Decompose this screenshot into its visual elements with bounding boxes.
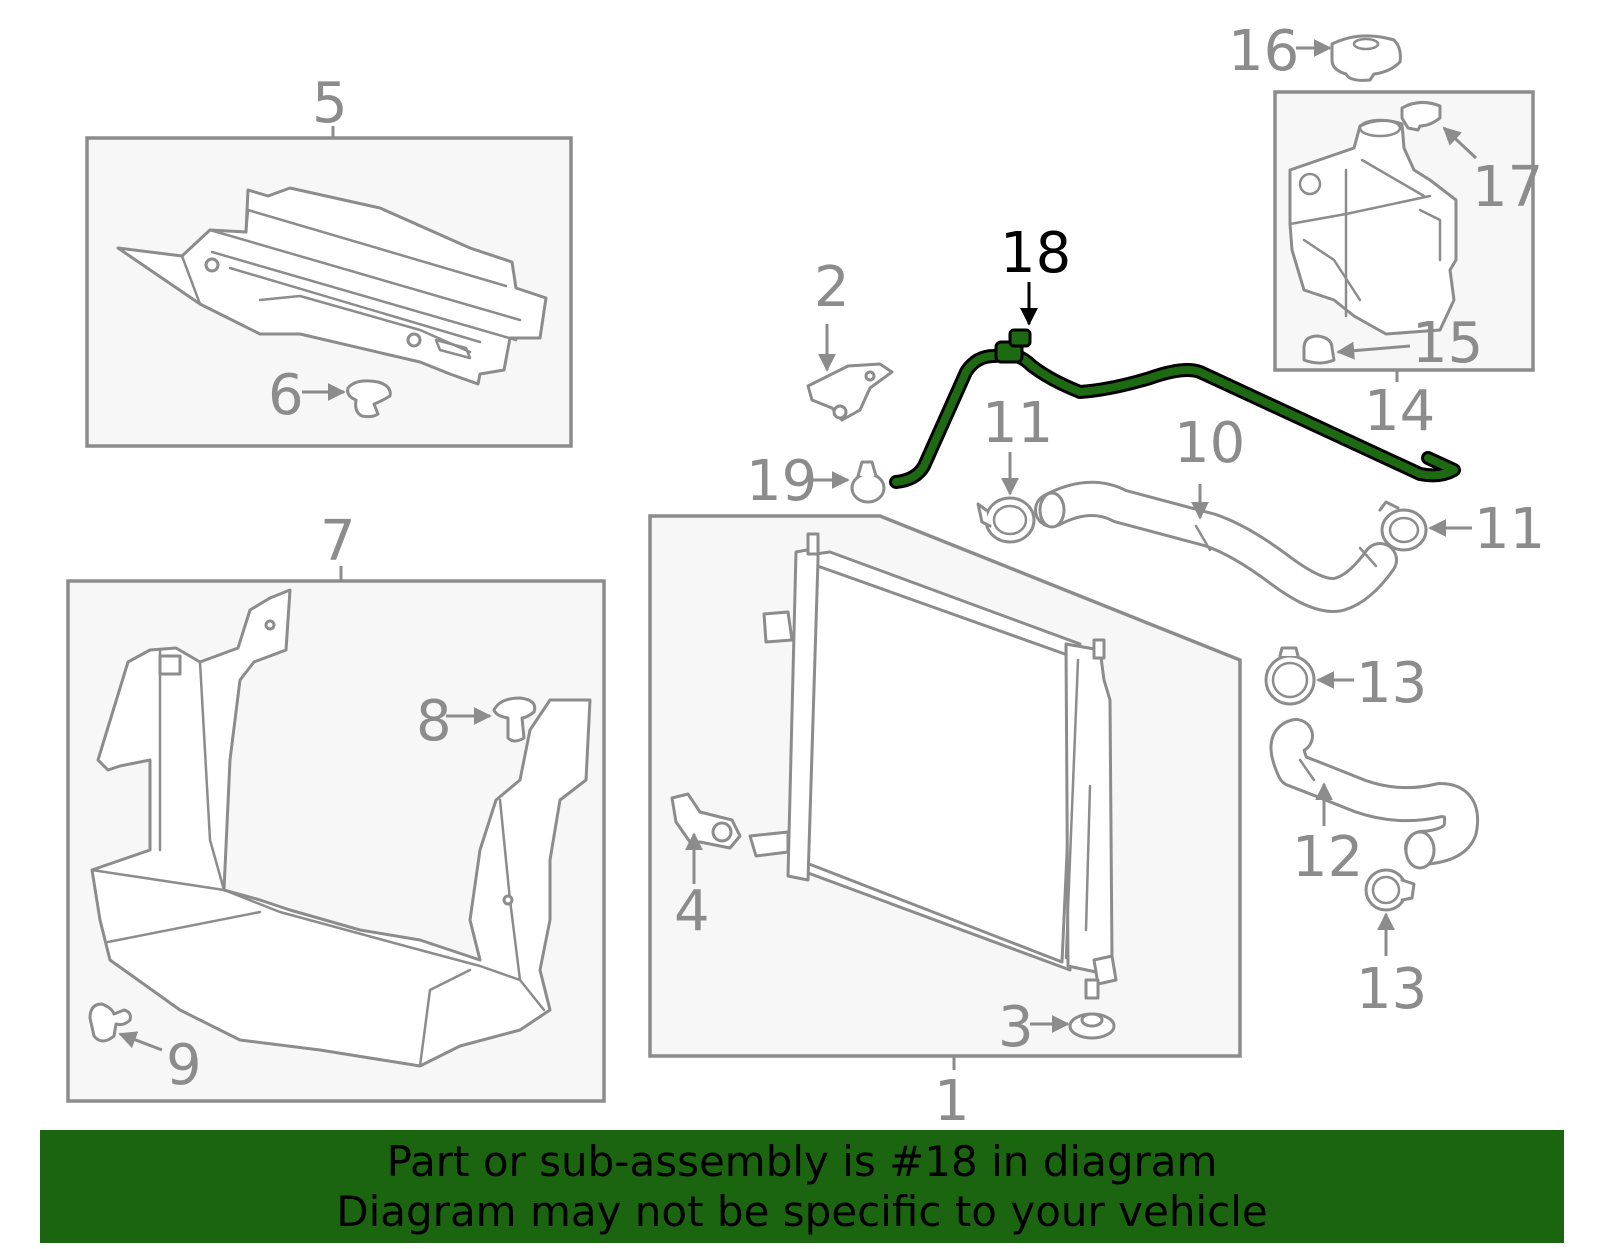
callout-16[interactable]: 16 (1228, 19, 1299, 84)
callout-8[interactable]: 8 (416, 689, 452, 754)
callout-18[interactable]: 18 (1000, 221, 1071, 286)
clamp-13-lower (1364, 868, 1416, 912)
callout-9[interactable]: 9 (166, 1033, 202, 1098)
clamp-11-left (976, 496, 1036, 544)
callout-11-left[interactable]: 11 (982, 391, 1053, 456)
callout-12[interactable]: 12 (1292, 825, 1363, 890)
lower-hose-12 (1269, 718, 1479, 870)
lower-baffle-shape (90, 588, 592, 1068)
bracket-2 (806, 362, 894, 422)
callout-13-lower[interactable]: 13 (1356, 957, 1427, 1022)
callout-6[interactable]: 6 (268, 363, 304, 428)
callout-11-right[interactable]: 11 (1474, 497, 1545, 562)
part-group-1: 1 4 3 (648, 514, 1242, 1134)
callout-1[interactable]: 1 (934, 1069, 970, 1134)
banner-line-1: Part or sub-assembly is #18 in diagram (386, 1136, 1218, 1186)
callout-3[interactable]: 3 (998, 995, 1034, 1060)
part-group-14: 14 17 15 (1273, 90, 1543, 444)
callout-19[interactable]: 19 (746, 449, 817, 514)
clamp-13-upper (1264, 646, 1316, 706)
surge-tank-shape (1288, 118, 1458, 336)
overflow-hose-18[interactable] (889, 328, 1461, 489)
cap-17 (1400, 101, 1442, 132)
callout-5[interactable]: 5 (312, 71, 348, 136)
radiator-core (748, 532, 1118, 1000)
callout-17[interactable]: 17 (1472, 155, 1543, 220)
upper-hose-10 (1034, 480, 1398, 613)
insulator-3 (1068, 1012, 1116, 1040)
clamp-19 (850, 460, 886, 504)
callout-4[interactable]: 4 (674, 879, 710, 944)
callout-7[interactable]: 7 (320, 509, 356, 574)
cap-15 (1302, 334, 1336, 365)
push-pin-9 (88, 1002, 132, 1043)
banner-line-2: Diagram may not be specific to your vehi… (336, 1186, 1268, 1236)
part-group-5: 5 6 (85, 71, 573, 448)
callout-15[interactable]: 15 (1412, 311, 1483, 376)
callout-14[interactable]: 14 (1364, 379, 1435, 444)
push-pin-6 (346, 379, 392, 419)
callout-2[interactable]: 2 (814, 255, 850, 320)
upper-deflector-shape (116, 186, 548, 386)
pressure-cap-16 (1330, 34, 1402, 82)
part-group-7: 7 8 9 (66, 509, 606, 1103)
push-pin-8 (492, 696, 537, 743)
callout-13-upper[interactable]: 13 (1356, 651, 1427, 716)
callout-10[interactable]: 10 (1174, 411, 1245, 476)
info-banner: Part or sub-assembly is #18 in diagram D… (40, 1130, 1564, 1243)
clamp-11-right (1378, 500, 1428, 552)
